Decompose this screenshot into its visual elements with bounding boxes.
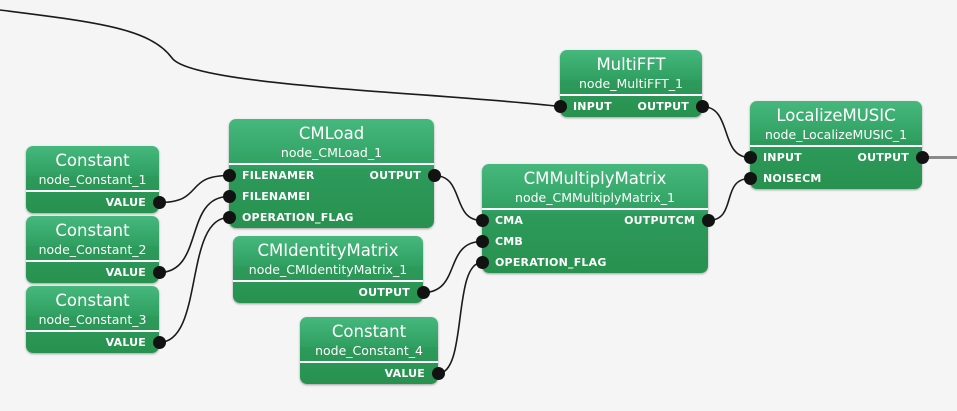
node-port-row: CMB [482,231,708,252]
output-port-label: OUTPUT [857,151,909,164]
output-port-dot[interactable] [427,169,441,182]
node-port-row: OUTPUT [233,282,423,303]
output-port-dot[interactable] [152,336,166,349]
node-port-row: OPERATION_FLAG [482,252,708,273]
input-port-dot[interactable] [743,172,757,185]
output-port-dot[interactable] [152,196,166,209]
node-title: Constant [331,322,407,341]
output-port-label: OUTPUT [358,286,410,299]
node-port-row: OPERATION_FLAG [229,207,434,228]
output-port-label: VALUE [105,336,146,349]
input-port-label: CMA [495,214,524,227]
node-title: CMMultiplyMatrix [523,169,667,188]
node-port-row: VALUE [26,332,159,353]
input-port-dot[interactable] [222,190,236,203]
node-header-separator [750,145,922,147]
output-port-label: OUTPUT [637,100,689,113]
node-subtitle: node_CMIdentityMatrix_1 [248,262,408,277]
input-port-dot[interactable] [475,214,489,227]
input-port-label: FILENAMER [242,169,315,182]
node-subtitle: node_LocalizeMUSIC_1 [764,127,908,142]
input-port-dot[interactable] [553,100,567,113]
node-port-row: FILENAMER OUTPUT [229,165,434,186]
node-header-separator [233,280,423,282]
input-port-label: OPERATION_FLAG [242,211,354,224]
output-port-dot[interactable] [915,151,929,164]
output-port-dot[interactable] [701,214,715,227]
node-port-row: VALUE [26,192,159,213]
output-port-label: VALUE [105,196,146,209]
wire[interactable] [707,177,751,222]
wire[interactable] [158,216,230,344]
node-port-row: INPUT OUTPUT [560,96,702,117]
output-port-label: OUTPUT [369,169,421,182]
wire[interactable] [433,174,483,222]
node-port-row: INPUT OUTPUT [750,147,922,168]
input-port-label: INPUT [573,100,612,113]
node-header-separator [560,94,702,96]
node-port-row: VALUE [300,363,438,384]
node-title: LocalizeMUSIC [776,106,896,125]
node-subtitle: node_Constant_2 [38,242,147,257]
input-port-dot[interactable] [475,256,489,269]
input-port-label: FILENAMEI [242,190,311,203]
input-port-dot[interactable] [743,151,757,164]
node-header-separator [26,260,159,262]
node-title: Constant [55,221,130,240]
node-subtitle: node_Constant_1 [38,172,147,187]
node-port-row: VALUE [26,262,159,283]
node-subtitle: node_Constant_3 [38,312,147,327]
output-port-label: VALUE [384,367,425,380]
node-port-row: CMA OUTPUTCM [482,210,708,231]
node-header-separator [26,190,159,192]
input-port-dot[interactable] [222,211,236,224]
node-title: MultiFFT [596,55,666,74]
node-subtitle: node_CMMultiplyMatrix_1 [515,190,675,205]
input-port-label: INPUT [763,151,802,164]
node-port-row: FILENAMEI [229,186,434,207]
node-title: Constant [55,151,130,170]
wire[interactable] [701,105,751,159]
node-header-separator [26,330,159,332]
wire[interactable] [158,174,230,204]
input-port-label: NOISECM [763,172,822,185]
node-subtitle: node_MultiFFT_1 [579,76,683,91]
wire[interactable] [437,261,483,375]
node-subtitle: node_CMLoad_1 [280,145,383,160]
wire[interactable] [0,9,561,108]
input-port-dot[interactable] [222,169,236,182]
node-title: CMIdentityMatrix [257,241,399,260]
node-header-separator [300,361,438,363]
node-title: CMLoad [298,124,365,143]
output-port-label: OUTPUTCM [624,214,695,227]
output-port-dot[interactable] [431,367,445,380]
output-port-dot[interactable] [416,286,430,299]
node-header-separator [482,208,708,210]
node-port-row: NOISECM [750,168,922,189]
output-port-label: VALUE [105,266,146,279]
node-subtitle: node_Constant_4 [315,343,423,358]
wire[interactable] [158,195,230,274]
input-port-label: OPERATION_FLAG [495,256,607,269]
node-header-separator [229,163,434,165]
output-port-dot[interactable] [695,100,709,113]
input-port-label: CMB [495,235,524,248]
node-title: Constant [55,291,130,310]
wire[interactable] [422,240,483,294]
input-port-dot[interactable] [475,235,489,248]
output-port-dot[interactable] [152,266,166,279]
